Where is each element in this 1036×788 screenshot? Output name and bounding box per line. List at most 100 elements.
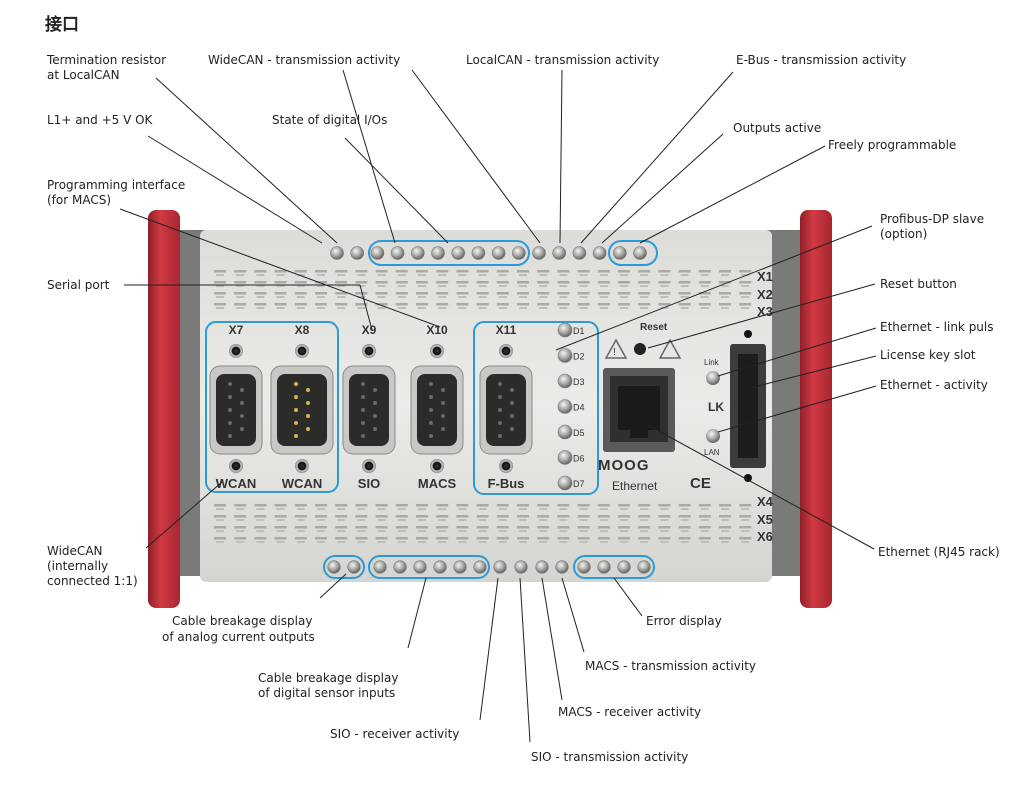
callout-profibus: [555, 225, 873, 351]
terminal-print-mark: [256, 519, 265, 521]
terminal-print-mark: [236, 519, 245, 521]
terminal-print-mark: [375, 504, 388, 507]
terminal-print-mark: [618, 303, 630, 306]
reset-button[interactable]: [634, 343, 646, 355]
port-screw: [362, 344, 376, 358]
terminal-print-mark: [579, 274, 588, 276]
terminal-print-mark: [498, 541, 507, 543]
terminal-print-mark: [395, 281, 408, 284]
terminal-print-mark: [620, 296, 628, 298]
terminal-print-mark: [377, 307, 386, 309]
terminal-print-mark: [539, 541, 548, 543]
port-screw: [499, 459, 513, 473]
terminal-print-mark: [519, 285, 527, 287]
terminal-print-mark: [274, 537, 287, 540]
terminal-print-mark: [234, 270, 247, 273]
terminal-print-mark: [456, 281, 469, 284]
terminal-print-mark: [700, 296, 709, 298]
terminal-print-mark: [698, 303, 711, 306]
status-led: [555, 560, 569, 574]
terminal-print-mark: [337, 274, 346, 276]
terminal-print-mark: [638, 537, 651, 540]
terminal-print-mark: [721, 519, 729, 521]
terminal-print-mark: [577, 504, 590, 507]
label-freely-prog: Freely programmable: [828, 138, 956, 152]
pin: [441, 401, 445, 405]
terminal-print-mark: [539, 274, 548, 276]
status-led: [617, 560, 631, 574]
terminal-print-mark: [597, 292, 610, 295]
terminal-print-mark: [458, 307, 467, 309]
terminal-print-mark: [317, 296, 325, 298]
terminal-print-mark: [375, 303, 388, 306]
terminal-print-mark: [216, 296, 224, 298]
connector-row-label: X6: [757, 529, 773, 544]
license-key-slot[interactable]: [730, 344, 766, 468]
terminal-print-mark: [436, 515, 449, 518]
terminal-print-mark: [680, 296, 689, 298]
callout-localcan-tx: [559, 69, 563, 244]
terminal-print-mark: [700, 508, 709, 510]
terminal-print-mark: [276, 296, 285, 298]
terminal-print-mark: [317, 285, 325, 287]
terminal-print-mark: [719, 303, 731, 306]
terminal-print-mark: [658, 270, 671, 273]
terminal-print-mark: [395, 515, 408, 518]
terminal-print-mark: [337, 508, 346, 510]
terminal-print-mark: [620, 541, 628, 543]
terminal-print-mark: [658, 537, 671, 540]
callout-digital-io: [344, 137, 449, 244]
terminal-print-mark: [216, 519, 224, 521]
terminal-print-mark: [214, 537, 226, 540]
terminal-print-mark: [335, 504, 348, 507]
terminal-print-mark: [559, 285, 568, 287]
pin: [240, 388, 244, 392]
terminal-print-mark: [618, 515, 630, 518]
terminal-print-mark: [539, 530, 548, 532]
callout-freely-prog: [639, 145, 826, 244]
terminal-print-mark: [496, 515, 509, 518]
terminal-print-mark: [517, 270, 529, 273]
rj45-jack[interactable]: [603, 368, 675, 452]
terminal-print-mark: [355, 526, 368, 529]
terminal-print-mark: [418, 307, 426, 309]
terminal-print-mark: [216, 541, 224, 543]
terminal-print-mark: [315, 515, 327, 518]
terminal-print-mark: [478, 530, 487, 532]
terminal-print-mark: [640, 530, 649, 532]
terminal-print-mark: [618, 292, 630, 295]
callout-labels: Termination resistor at LocalCAN WideCAN…: [46, 53, 1000, 764]
status-led: [592, 246, 607, 260]
pin: [294, 434, 298, 438]
terminal-print-mark: [498, 274, 507, 276]
terminal-print-mark: [658, 526, 671, 529]
terminal-print-mark: [276, 519, 285, 521]
label-reset-button: Reset button: [880, 277, 957, 291]
terminal-print-mark: [335, 292, 348, 295]
terminal-print-mark: [478, 285, 487, 287]
terminal-print-mark: [357, 519, 366, 521]
status-led: [597, 560, 611, 574]
terminal-print-mark: [638, 281, 651, 284]
label-widecan-3: connected 1:1): [47, 574, 138, 588]
label-macs-tx: MACS - transmission activity: [585, 659, 756, 673]
terminal-print-mark: [296, 296, 305, 298]
fbus-group-outline: [473, 321, 599, 495]
terminal-print-mark: [620, 307, 628, 309]
digital-sensor-led-group-outline: [368, 555, 490, 579]
status-led: [491, 246, 506, 260]
terminal-print-mark: [660, 519, 669, 521]
terminal-print-mark: [236, 530, 245, 532]
status-led: [511, 246, 526, 260]
terminal-print-mark: [395, 303, 408, 306]
lan-led-label: LAN: [704, 448, 720, 457]
terminal-print-mark: [254, 515, 267, 518]
terminal-print-mark: [577, 526, 590, 529]
terminal-print-mark: [478, 519, 487, 521]
